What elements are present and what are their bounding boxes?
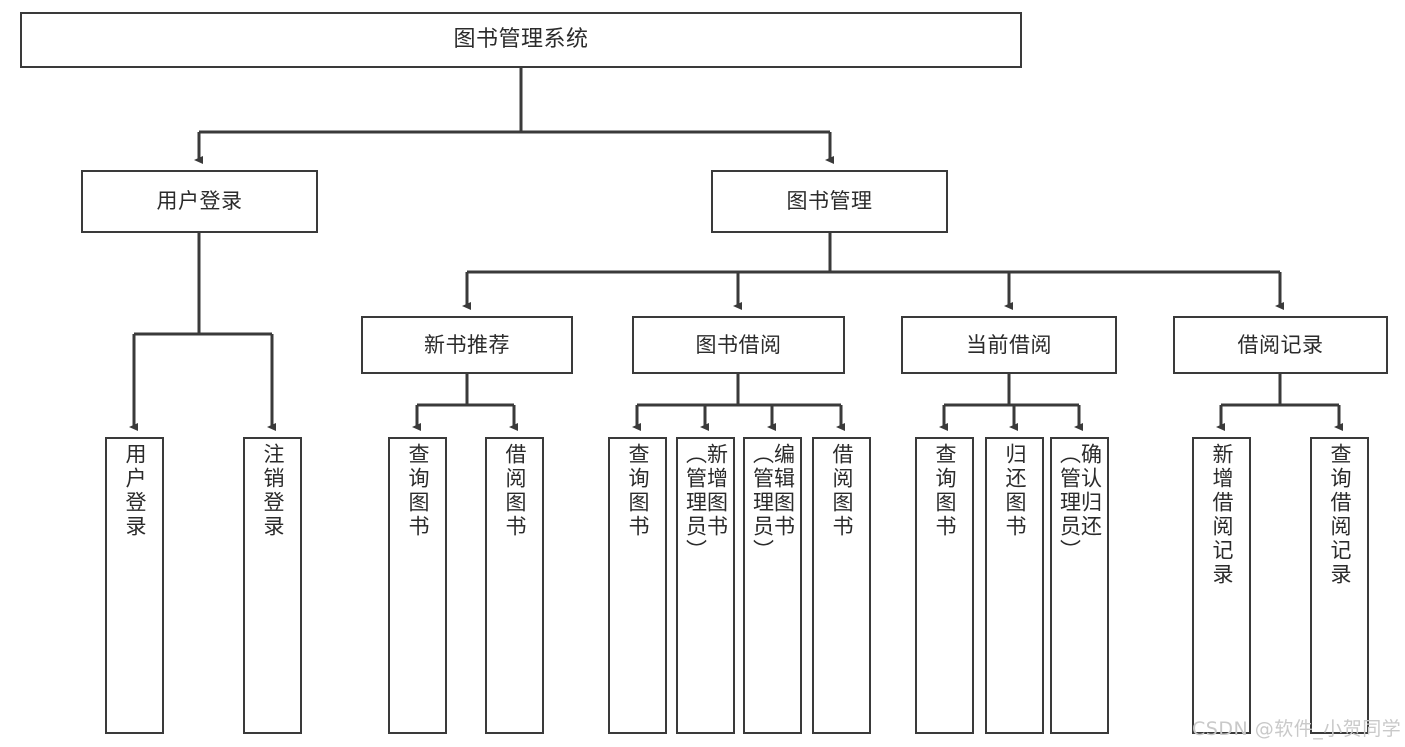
node-leaf-confirm-return-label: 确认归还 （管理员） [1057,443,1103,563]
node-current-borrow[interactable]: 当前借阅 [901,316,1117,374]
node-borrow-record-label: 借阅记录 [1237,332,1324,357]
node-leaf-query-book-1[interactable]: 查询图书 [388,437,447,734]
node-leaf-query-book-2[interactable]: 查询图书 [608,437,667,734]
node-book-manage-label: 图书管理 [786,189,873,214]
node-leaf-query-book-2-label: 查询图书 [626,443,650,539]
node-new-book-recommend[interactable]: 新书推荐 [361,316,573,374]
node-leaf-borrow-book-2[interactable]: 借阅图书 [812,437,871,734]
node-book-borrow[interactable]: 图书借阅 [632,316,845,374]
node-new-book-recommend-label: 新书推荐 [424,332,510,357]
node-leaf-user-login[interactable]: 用户登录 [105,437,164,734]
node-leaf-borrow-book-1-label: 借阅图书 [503,443,527,539]
node-current-borrow-label: 当前借阅 [966,332,1052,357]
node-leaf-borrow-book-1[interactable]: 借阅图书 [485,437,544,734]
node-leaf-add-record-label: 新增借阅记录 [1210,443,1234,587]
node-leaf-query-record-label: 查询借阅记录 [1328,443,1352,587]
node-leaf-query-record[interactable]: 查询借阅记录 [1310,437,1369,734]
node-book-manage[interactable]: 图书管理 [711,170,948,233]
node-leaf-add-book-label: 新增图书 （管理员） [683,443,729,563]
node-leaf-edit-book[interactable]: 编辑图书 （管理员） [743,437,802,734]
node-leaf-return-book[interactable]: 归还图书 [985,437,1044,734]
node-leaf-logout[interactable]: 注销登录 [243,437,302,734]
node-leaf-user-login-label: 用户登录 [123,443,147,539]
node-user-login-label: 用户登录 [156,189,243,214]
node-leaf-query-book-1-label: 查询图书 [406,443,430,539]
node-borrow-record[interactable]: 借阅记录 [1173,316,1388,374]
node-book-borrow-label: 图书借阅 [695,332,782,357]
node-leaf-query-book-3[interactable]: 查询图书 [915,437,974,734]
node-user-login[interactable]: 用户登录 [81,170,318,233]
node-leaf-add-book[interactable]: 新增图书 （管理员） [676,437,735,734]
node-leaf-add-record[interactable]: 新增借阅记录 [1192,437,1251,734]
node-leaf-return-book-label: 归还图书 [1003,443,1027,539]
node-root-label: 图书管理系统 [453,27,589,53]
node-leaf-logout-label: 注销登录 [261,443,285,539]
node-leaf-edit-book-label: 编辑图书 （管理员） [750,443,796,563]
node-leaf-confirm-return[interactable]: 确认归还 （管理员） [1050,437,1109,734]
node-root[interactable]: 图书管理系统 [20,12,1022,68]
node-leaf-query-book-3-label: 查询图书 [933,443,957,539]
node-leaf-borrow-book-2-label: 借阅图书 [830,443,854,539]
watermark: CSDN @软件_小贺同学 [1192,718,1402,740]
